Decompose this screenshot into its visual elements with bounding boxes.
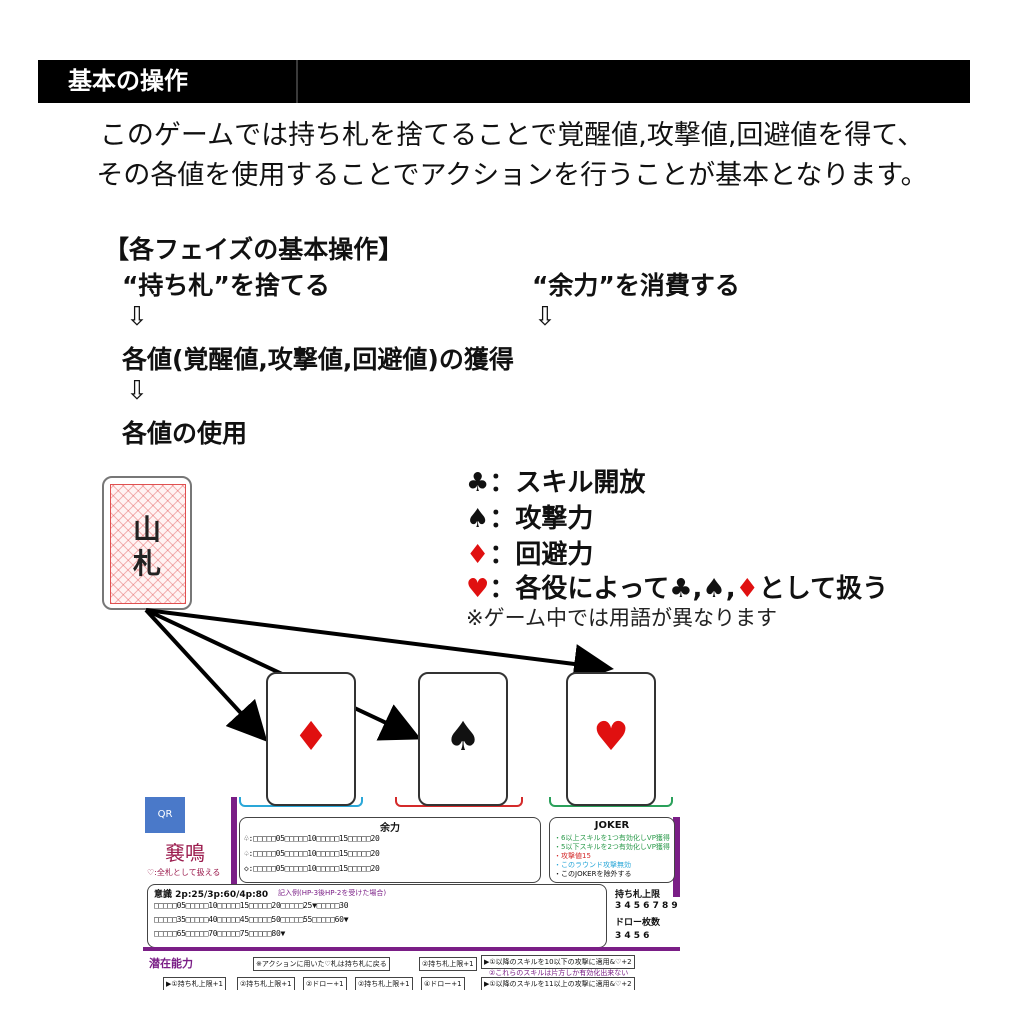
phase-title: 【各フェイズの基本操作】 [104, 235, 404, 264]
ishiki-note: 記入例(HP-3後HP-2を受けた場合) [278, 889, 387, 897]
diamond-icon: ♦ [293, 714, 329, 760]
joker-line-2: ・5以下スキルを2つ有効化しVP獲得 [554, 843, 670, 851]
qr-code: QR [145, 797, 185, 833]
phase-discard: “持ち札”を捨てる [122, 271, 330, 300]
card-heart: ♥ [566, 672, 656, 806]
phase-gain: 各値(覚醒値,攻撃値,回避値)の獲得 [122, 345, 514, 374]
legend-club-text: ：スキル開放 [489, 468, 646, 498]
heart-icon: ♥ [466, 574, 490, 604]
legend-heart-text-b: ♣,♠, [669, 574, 736, 604]
draw-count-values: 3 4 5 6 [615, 931, 650, 941]
legend-heart-text-a: ：各役によって [489, 574, 670, 604]
flow-c: ②ドロー+1 [303, 977, 347, 990]
section-header-bar: 基本の操作 [38, 60, 970, 103]
yoryoku-row-club: ♧:□□□□□05□□□□□10□□□□□15□□□□□20 [244, 834, 380, 843]
legend-spade: ♠：攻撃力 [466, 498, 593, 535]
ishiki-row-3: □□□□□65□□□□□70□□□□□75□□□□□80▼ [154, 929, 285, 938]
sheet-band-right [673, 817, 680, 897]
skill-note: ②これらのスキルは片方しか有効化出来ない [489, 969, 629, 977]
legend-club: ♣：スキル開放 [466, 462, 645, 499]
diamond-icon: ♦ [466, 540, 490, 570]
legend-diamond-text: ：回避力 [489, 540, 594, 570]
legend-spade-text: ：攻撃力 [489, 504, 594, 534]
yoryoku-title: 余力 [380, 823, 400, 834]
joker-line-4: ・このラウンド攻撃無効 [554, 861, 631, 869]
senzai-note: ※アクションに用いた♡札は持ち札に戻る [253, 957, 390, 971]
header-divider [296, 60, 298, 103]
flow-f: ②持ち札上限+1 [419, 957, 477, 971]
ishiki-box: 意識 2p:25/3p:60/4p:80 記入例(HP-3後HP-2を受けた場合… [147, 884, 607, 948]
sheet-band-left [231, 797, 237, 887]
club-icon: ♣ [466, 468, 490, 498]
down-arrow-icon: ⇩ [534, 302, 556, 332]
yoryoku-box: 余力 ♧:□□□□□05□□□□□10□□□□□15□□□□□20 ♤:□□□□… [239, 817, 541, 883]
game-sheet-excerpt: QR 㐮鳴 ♡:全札として扱える 余力 ♧:□□□□□05□□□□□10□□□□… [143, 797, 680, 990]
joker-line-1: ・6以上スキルを1つ有効化しVP獲得 [554, 834, 670, 842]
spade-icon: ♠ [445, 714, 481, 760]
bracket-red [395, 797, 523, 807]
deck-label-2: 札 [132, 547, 161, 580]
flow-e: ④ドロー+1 [421, 977, 465, 990]
legend-diamond: ♦：回避力 [466, 534, 593, 571]
down-arrow-icon: ⇩ [126, 376, 148, 406]
yoryoku-row-spade: ♤:□□□□□05□□□□□10□□□□□15□□□□□20 [244, 849, 380, 858]
joker-title: JOKER [594, 820, 630, 831]
down-arrow-icon: ⇩ [126, 302, 148, 332]
skill-a: ▶①以降のスキルを10以下の攻撃に適用&♡+2 [481, 955, 635, 969]
yoryoku-row-diamond: ◇:□□□□□05□□□□□10□□□□□15□□□□□20 [244, 864, 380, 873]
section-header-label-bg [38, 60, 298, 103]
bracket-blue [239, 797, 363, 807]
ishiki-title: 意識 2p:25/3p:60/4p:80 [154, 890, 269, 900]
section-title: 基本の操作 [68, 67, 188, 95]
card-diamond: ♦ [266, 672, 356, 806]
game-logo: 㐮鳴 [165, 841, 205, 865]
senzai-title: 潜在能力 [149, 957, 193, 970]
phase-spend: “余力”を消費する [532, 271, 740, 300]
deck-card: 山 札 [102, 476, 192, 610]
legend-heart-text-c: ♦ [735, 574, 759, 604]
joker-line-3: ・攻撃値15 [554, 852, 591, 860]
bracket-green [549, 797, 673, 807]
hand-limit-label: 持ち札上限 [615, 890, 661, 900]
card-spade: ♠ [418, 672, 508, 806]
phase-use: 各値の使用 [122, 419, 248, 448]
intro-line-2: その各値を使用することでアクションを行うことが基本となります。 [96, 160, 928, 191]
hand-limit-values: 3 4 5 6 7 8 9 [615, 901, 678, 911]
skill-b: ▶①以降のスキルを11以上の攻撃に適用&♡+2 [481, 977, 635, 990]
legend-heart: ♥：各役によって♣,♠,♦として扱う [466, 568, 888, 605]
flow-d: ②持ち札上限+1 [355, 977, 413, 990]
ishiki-row-1: □□□□□05□□□□□10□□□□□15□□□□□20□□□□□25▼□□□□… [154, 901, 349, 910]
deck-label-1: 山 [132, 513, 161, 546]
terminology-note: ※ゲーム中では用語が異なります [466, 606, 777, 630]
draw-count-label: ドロー枚数 [615, 918, 661, 928]
flow-b: ②持ち札上限+1 [237, 977, 295, 990]
heart-note: ♡:全札として扱える [147, 868, 221, 877]
spade-icon: ♠ [466, 504, 490, 534]
sheet-band-mid [143, 947, 680, 951]
arrow-to-heart [145, 608, 614, 684]
joker-line-5: ・このJOKERを除外する [554, 870, 632, 878]
arrow-to-diamond [144, 608, 268, 742]
joker-box: JOKER ・6以上スキルを1つ有効化しVP獲得 ・5以下スキルを2つ有効化しV… [549, 817, 675, 883]
ishiki-row-2: □□□□□35□□□□□40□□□□□45□□□□□50□□□□□55□□□□□… [154, 915, 349, 924]
legend-heart-text-d: として扱う [758, 574, 889, 604]
heart-icon: ♥ [593, 714, 629, 760]
intro-line-1: このゲームでは持ち札を捨てることで覚醒値,攻撃値,回避値を得て、 [99, 120, 925, 151]
deck-card-back-pattern [110, 484, 186, 604]
flow-a: ▶①持ち札上限+1 [163, 977, 226, 990]
